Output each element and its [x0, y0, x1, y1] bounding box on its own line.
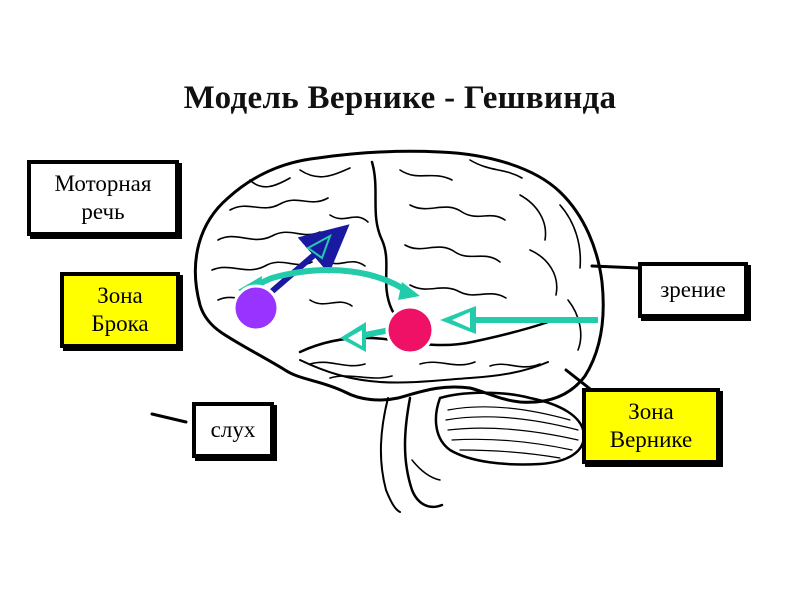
broca-area-label-line2: Брока: [91, 311, 149, 336]
slide-title: Модель Вернике - Гешвинда: [183, 80, 617, 116]
vision-pathway-arrow-icon: [440, 306, 598, 334]
hearing-label-text: слух: [210, 417, 256, 443]
vision-label-text: зрение: [660, 277, 726, 303]
hearing-label: слух: [192, 402, 274, 458]
motor-speech-label-line1: Моторная: [54, 171, 152, 197]
motor-speech-label: Моторная речь: [27, 160, 179, 236]
wernicke-area-label-line2: Вернике: [609, 427, 693, 452]
broca-area-circle-icon: [232, 284, 280, 332]
wernicke-area-label: Зона Вернике: [582, 388, 720, 464]
broca-area-label: Зона Брока: [60, 272, 180, 348]
motor-speech-label-line2: речь: [81, 199, 125, 224]
vision-label: зрение: [638, 262, 748, 318]
motor-pathway-arrow-icon: [260, 224, 350, 303]
wernicke-area-label-line1: Зона: [628, 399, 674, 425]
hearing-pathway-arrow-icon: [340, 322, 391, 352]
wernicke-area-circle-icon: [385, 305, 435, 355]
broca-area-label-line1: Зона: [97, 283, 143, 309]
